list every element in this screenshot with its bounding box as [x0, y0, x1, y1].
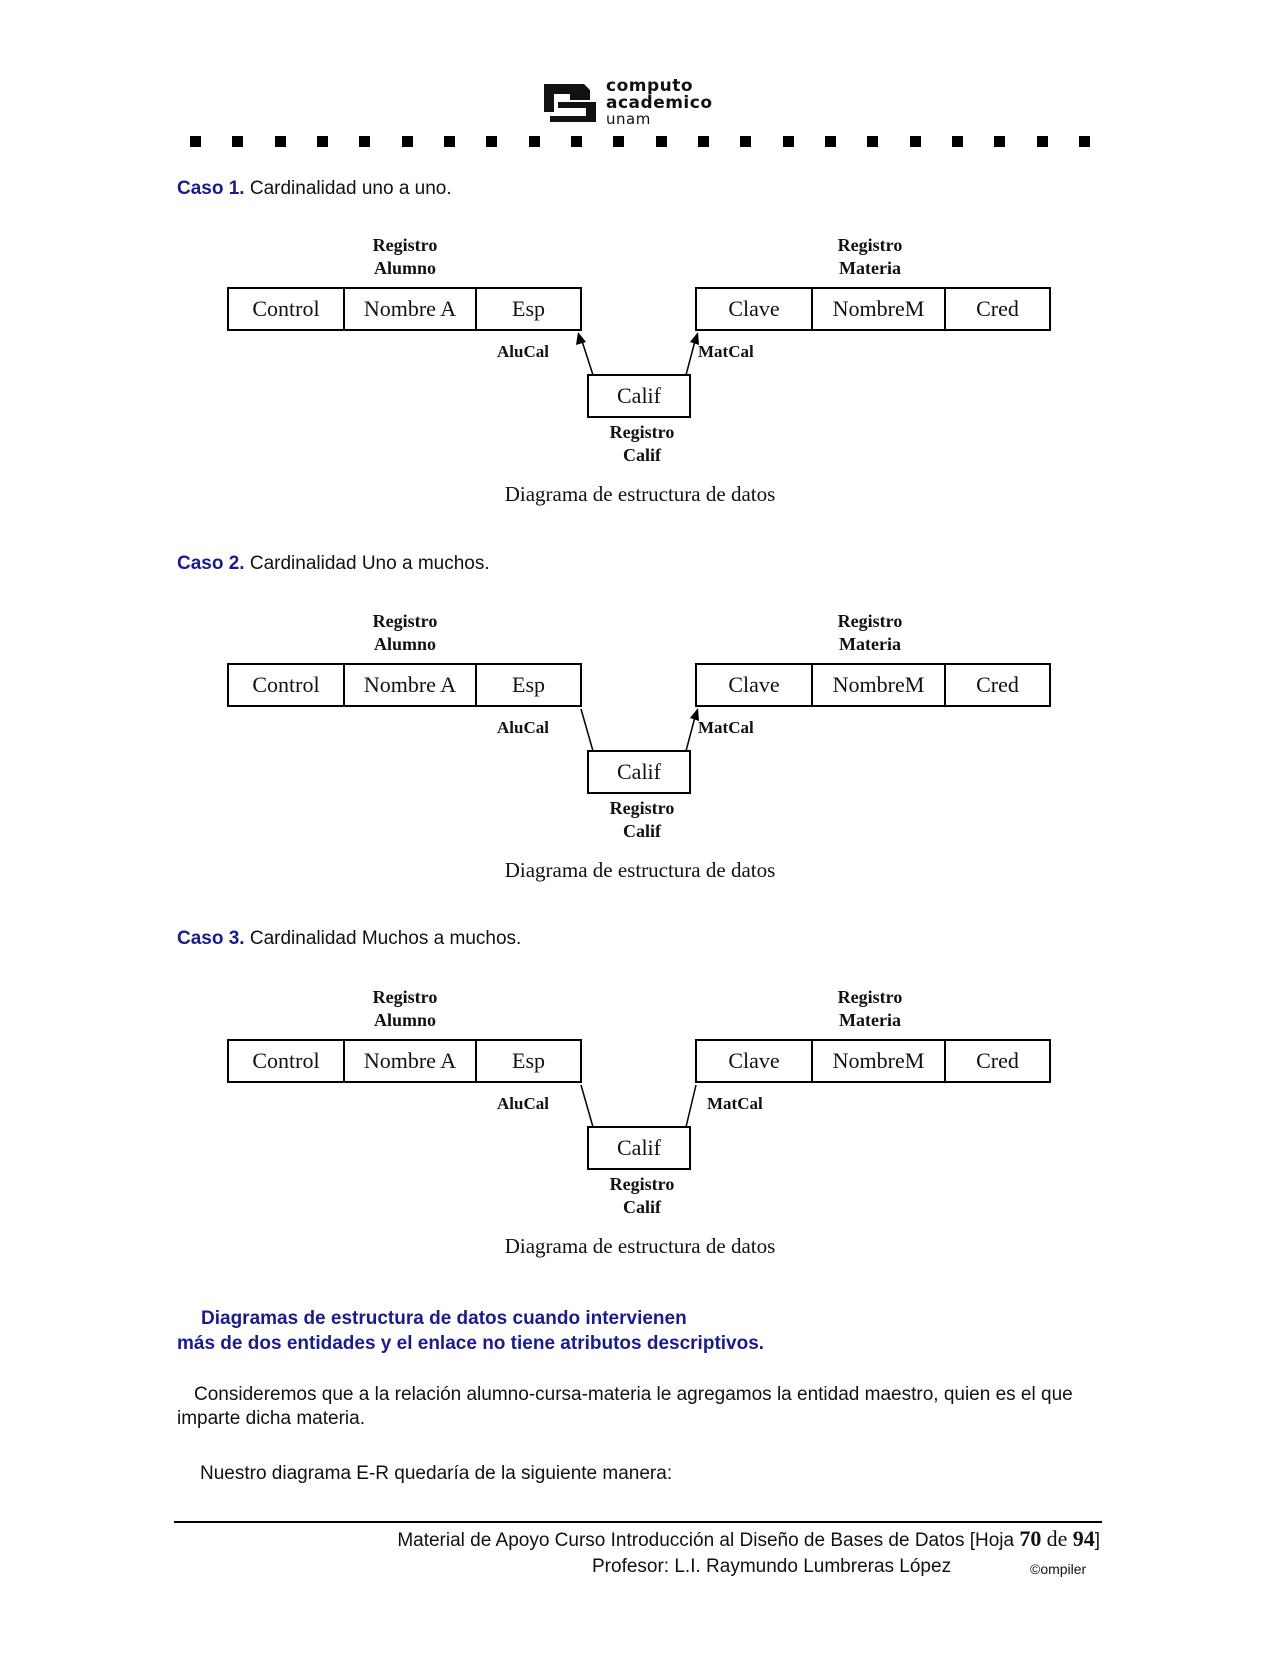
field-esp: Esp: [512, 296, 545, 321]
unam-logo-icon: [544, 84, 596, 122]
logo-line-1: computo: [606, 76, 694, 96]
field-cred: Cred: [976, 672, 1019, 697]
logo-line-2: academico: [606, 93, 713, 113]
field-clave: Clave: [728, 296, 780, 321]
footer-de: de: [1046, 1526, 1068, 1551]
field-esp: Esp: [512, 1048, 545, 1073]
paragraph-2: Nuestro diagrama E-R quedaría de la sigu…: [200, 1463, 673, 1484]
field-cred: Cred: [976, 1048, 1019, 1073]
case-3-heading: Caso 3. Cardinalidad Muchos a muchos.: [177, 928, 521, 950]
field-esp: Esp: [512, 672, 545, 697]
diagram-caption: Diagrama de estructura de datos: [504, 1234, 776, 1258]
diagram-caption: Diagrama de estructura de datos: [504, 482, 776, 506]
field-nombrem: NombreM: [832, 672, 925, 697]
link-matcal: MatCal: [698, 342, 754, 361]
case-text: Cardinalidad uno a uno.: [249, 178, 452, 199]
field-control: Control: [252, 296, 320, 321]
computo-academico-logo: computo academico unam: [540, 78, 750, 128]
diagram-lines: [227, 1039, 1051, 1170]
field-nombrem: NombreM: [832, 296, 925, 321]
footer-professor: Profesor: L.I. Raymundo Lumbreras López: [592, 1556, 952, 1577]
case-label: Caso 2.: [177, 553, 245, 574]
field-clave: Clave: [728, 1048, 780, 1073]
record-calif: Calif: [617, 383, 661, 408]
link-alucal: AluCal: [497, 718, 549, 737]
diagram-lines: [227, 663, 1051, 794]
footer-course-text: Material de Apoyo Curso Introducción al …: [397, 1530, 1015, 1551]
section-title-line-2: más de dos entidades y el enlace no tien…: [177, 1333, 765, 1354]
footer-page-total: 94: [1072, 1526, 1095, 1551]
field-nombre-a: Nombre A: [363, 1048, 457, 1073]
paragraph-1: Consideremos que a la relación alumno-cu…: [177, 1384, 1073, 1429]
footer-course-line: Material de Apoyo Curso Introducción al …: [397, 1526, 1100, 1552]
footer-page-number: 70: [1019, 1526, 1042, 1551]
footer-rule: [174, 1521, 1102, 1523]
header-dotted-rule: [190, 136, 1090, 150]
case-label: Caso 1.: [177, 178, 245, 199]
link-matcal: MatCal: [698, 718, 754, 737]
record-calif: Calif: [617, 759, 661, 784]
field-nombre-a: Nombre A: [363, 672, 457, 697]
case-1-heading: Caso 1. Cardinalidad uno a uno.: [177, 178, 452, 200]
link-matcal: MatCal: [707, 1094, 763, 1113]
case-text: Cardinalidad Uno a muchos.: [249, 553, 490, 574]
field-nombre-a: Nombre A: [363, 296, 457, 321]
logo-line-3: unam: [606, 110, 651, 128]
field-cred: Cred: [976, 296, 1019, 321]
record-calif: Calif: [617, 1135, 661, 1160]
case-label: Caso 3.: [177, 928, 245, 949]
footer-bracket: ]: [1094, 1530, 1100, 1551]
footer-copyright: ©ompiler: [1030, 1561, 1087, 1577]
field-nombrem: NombreM: [832, 1048, 925, 1073]
section-title-line-1: Diagramas de estructura de datos cuando …: [201, 1308, 687, 1329]
diagram-lines: [227, 287, 1051, 418]
diagram-caption: Diagrama de estructura de datos: [504, 858, 776, 882]
link-alucal: AluCal: [497, 342, 549, 361]
link-alucal: AluCal: [497, 1094, 549, 1113]
field-clave: Clave: [728, 672, 780, 697]
case-2-heading: Caso 2. Cardinalidad Uno a muchos.: [177, 553, 490, 575]
case-text: Cardinalidad Muchos a muchos.: [249, 928, 522, 949]
field-control: Control: [252, 672, 320, 697]
section-title: Diagramas de estructura de datos cuando …: [177, 1306, 764, 1356]
field-control: Control: [252, 1048, 320, 1073]
